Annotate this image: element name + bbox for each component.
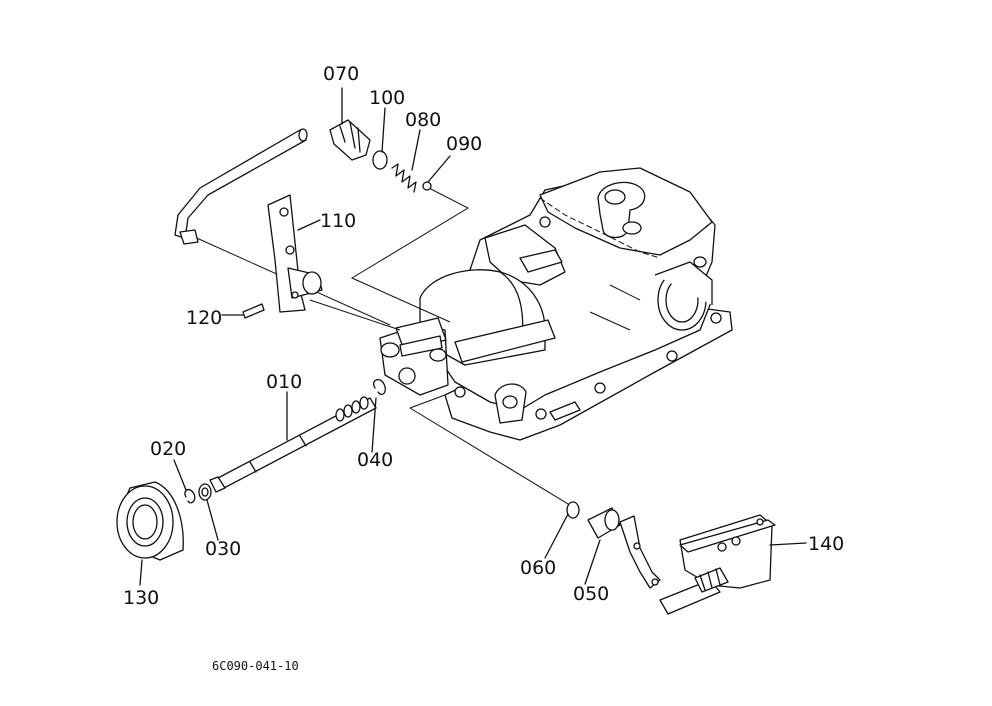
part-090-ball (422, 181, 432, 191)
drawing-code: 6C090-041-10 (212, 659, 299, 673)
part-060-o-ring (566, 501, 580, 519)
label-110: 110 (320, 210, 356, 232)
part-040-snap-ring (373, 367, 416, 396)
part-030-washer (198, 483, 212, 501)
part-labels: 070 100 080 090 110 120 010 040 020 030 … (123, 63, 844, 609)
label-010: 010 (266, 371, 302, 393)
label-140: 140 (808, 533, 844, 555)
part-010-shaft (209, 396, 377, 493)
label-100: 100 (369, 87, 405, 109)
leader-lines (139, 87, 807, 586)
part-100-o-ring (372, 150, 388, 170)
label-040: 040 (357, 449, 393, 471)
label-090: 090 (446, 133, 482, 155)
label-070: 070 (323, 63, 359, 85)
oil-pipe (174, 128, 308, 245)
part-050-lever (587, 507, 661, 589)
part-120-pin (242, 303, 265, 319)
part-140-valve-assembly (659, 514, 776, 615)
label-120: 120 (186, 307, 222, 329)
part-020-ring (184, 488, 196, 504)
label-130: 130 (123, 587, 159, 609)
part-070-plug (329, 119, 371, 161)
label-020: 020 (150, 438, 186, 460)
part-080-spring (391, 163, 417, 193)
label-080: 080 (405, 109, 441, 131)
transmission-housing (379, 167, 733, 441)
part-130-oil-seal (116, 481, 184, 561)
label-030: 030 (205, 538, 241, 560)
label-050: 050 (573, 583, 609, 605)
part-110-bracket (267, 194, 323, 313)
label-060: 060 (520, 557, 556, 579)
